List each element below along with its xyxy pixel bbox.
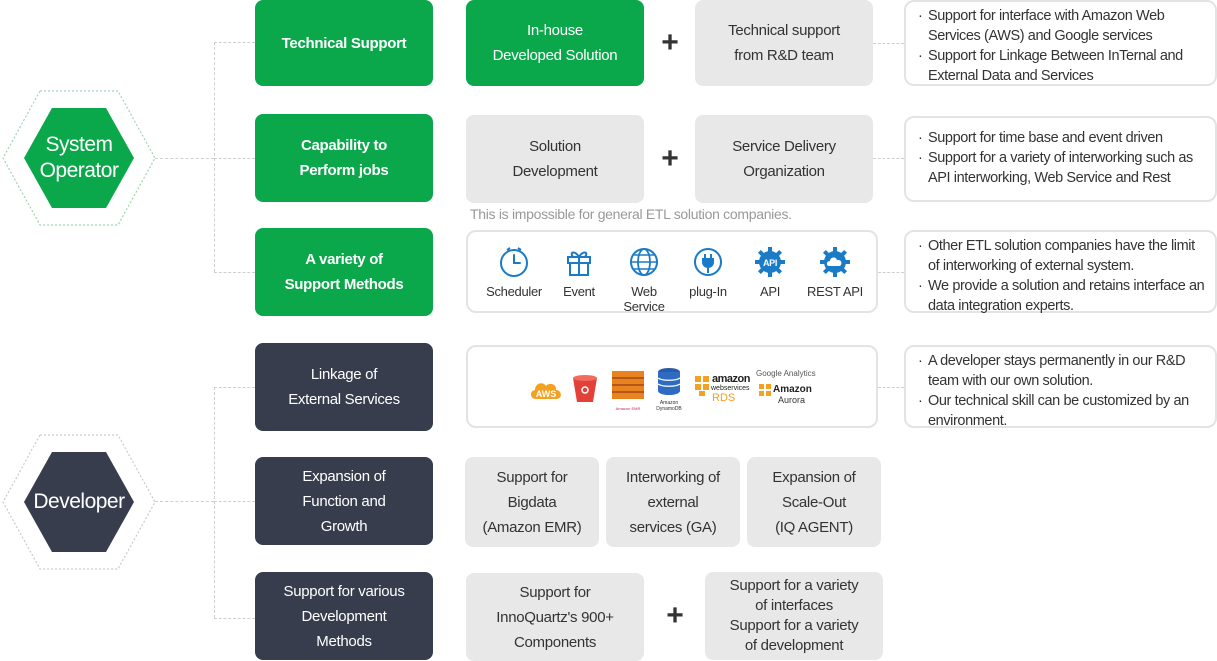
system-operator-label: System Operator xyxy=(39,133,119,182)
clock-icon xyxy=(500,247,528,277)
emr-logo: Amazon EMR xyxy=(610,369,650,411)
plus-sign: + xyxy=(661,26,679,59)
s3-bucket-icon xyxy=(573,375,597,402)
icon-label: Event xyxy=(563,284,595,299)
aws-logo-icon: AWS xyxy=(530,383,561,399)
plus-sign: + xyxy=(666,599,684,632)
components-box: Support for InnoQuartz's 900+ Components xyxy=(466,573,644,661)
connector-row6 xyxy=(214,618,255,619)
developer-hexagon: Developer xyxy=(2,434,156,570)
interworking-box: Interworking of external services (GA) xyxy=(606,457,740,547)
developer-connector-stem xyxy=(155,501,214,502)
support-methods-panel: Scheduler Event Web Service plug-In xyxy=(466,230,878,314)
aws-text: AWS xyxy=(536,389,557,399)
desc-connector-row1 xyxy=(873,43,904,44)
desc-item: We provide a solution and retains interf… xyxy=(918,276,1207,316)
operator-connector-stem xyxy=(155,158,214,159)
plus-sign: + xyxy=(661,142,679,175)
row3-description: Other ETL solution companies have the li… xyxy=(904,230,1217,316)
dynamodb-label: Amazon DynamoDB xyxy=(656,400,682,412)
icon-label: plug-In xyxy=(689,284,727,299)
emr-label: Amazon EMR xyxy=(615,406,641,411)
desc-item: Other ETL solution companies have the li… xyxy=(918,236,1207,276)
bigdata-box: Support for Bigdata (Amazon EMR) xyxy=(465,457,599,547)
category-capability: Capability to Perform jobs xyxy=(255,114,433,202)
desc-connector-row4 xyxy=(878,387,904,388)
desc-item: Support for a variety of interworking su… xyxy=(918,148,1207,188)
rd-support-box: Technical support from R&D team xyxy=(695,0,873,86)
external-services-panel: AWS Amazon EMR Amazon DynamoDB amazon we… xyxy=(466,345,878,428)
desc-item: Support for time base and event driven xyxy=(918,128,1207,148)
interfaces-box: Support for a variety of interfaces Supp… xyxy=(705,572,883,660)
dynamodb-logo: Amazon DynamoDB xyxy=(656,367,686,412)
developer-connector-vertical xyxy=(214,387,215,618)
desc-connector-row2 xyxy=(873,158,904,159)
desc-item: Support for interface with Amazon Web Se… xyxy=(918,6,1207,46)
aurora-logo: Amazon Aurora xyxy=(758,383,818,413)
connector-row4 xyxy=(214,387,255,388)
etl-note: This is impossible for general ETL solut… xyxy=(470,206,792,222)
rds-amazon-text: amazon xyxy=(712,373,750,385)
aws-cubes-icon xyxy=(695,376,709,396)
row2-description: Support for time base and event driven S… xyxy=(904,116,1217,202)
connector-row2 xyxy=(214,158,255,159)
rds-logo: amazon webservices RDS xyxy=(694,371,756,411)
api-item: API API xyxy=(735,246,805,299)
event-item: Event xyxy=(544,246,614,299)
rest-api-item: REST API xyxy=(800,246,870,299)
desc-item: Support for Linkage Between InTernal and… xyxy=(918,46,1207,86)
rds-webservices-text: webservices xyxy=(711,385,750,392)
icon-label: API xyxy=(759,284,781,299)
category-expansion: Expansion of Function and Growth xyxy=(255,457,433,545)
category-technical-support: Technical Support xyxy=(255,0,433,86)
aurora-text: Aurora xyxy=(778,395,806,405)
desc-item: Our technical skill can be customized by… xyxy=(918,391,1207,431)
category-support-methods: A variety of Support Methods xyxy=(255,228,433,316)
category-dev-methods: Support for various Development Methods xyxy=(255,572,433,660)
connector-row1 xyxy=(214,42,255,43)
icon-label: REST API xyxy=(807,284,863,299)
solution-development-box: Solution Development xyxy=(466,115,644,203)
icon-label: Scheduler xyxy=(486,284,542,299)
emr-icon xyxy=(612,371,644,399)
rds-text: RDS xyxy=(712,392,736,404)
category-linkage: Linkage of External Services xyxy=(255,343,433,431)
gift-icon xyxy=(567,251,591,276)
aurora-cubes-icon xyxy=(759,384,771,396)
aurora-amazon-text: Amazon xyxy=(773,384,812,395)
google-analytics-text: Google Analytics xyxy=(756,369,816,378)
api-gear-icon: API xyxy=(755,247,785,277)
globe-icon xyxy=(630,248,658,276)
svg-text:API: API xyxy=(763,258,777,268)
icon-label: Web Service xyxy=(623,284,665,314)
dynamodb-icon xyxy=(657,368,681,395)
scaleout-box: Expansion of Scale-Out (IQ AGENT) xyxy=(747,457,881,547)
row1-description: Support for interface with Amazon Web Se… xyxy=(904,0,1217,86)
plug-icon xyxy=(694,248,722,276)
web-service-item: Web Service xyxy=(609,246,679,314)
row4-description: A developer stays permanently in our R&D… xyxy=(904,345,1217,431)
plugin-item: plug-In xyxy=(673,246,743,299)
operator-connector-vertical xyxy=(214,42,215,272)
connector-row3 xyxy=(214,272,255,273)
scheduler-item: Scheduler xyxy=(479,246,549,299)
developer-label: Developer xyxy=(33,490,125,513)
desc-connector-row3 xyxy=(878,272,904,273)
connector-row5 xyxy=(214,501,255,502)
cloud-gear-icon xyxy=(820,247,850,277)
system-operator-hexagon: System Operator xyxy=(2,90,156,226)
desc-item: A developer stays permanently in our R&D… xyxy=(918,351,1207,391)
service-delivery-box: Service Delivery Organization xyxy=(695,115,873,203)
inhouse-solution-box: In-house Developed Solution xyxy=(466,0,644,86)
